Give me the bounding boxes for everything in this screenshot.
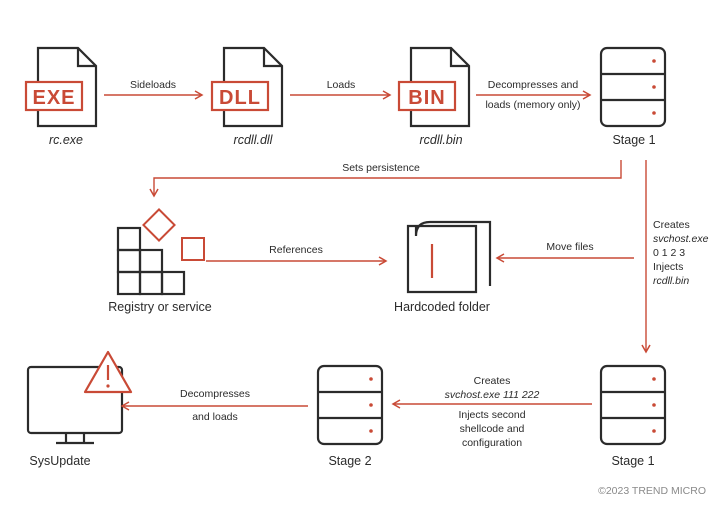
stage2-inject-label-3: configuration: [462, 437, 522, 449]
sysupdate-label: SysUpdate: [29, 454, 90, 468]
references-label: References: [269, 244, 323, 256]
registry-label: Registry or service: [108, 300, 212, 314]
stage2-server-icon: [316, 364, 384, 446]
decompress-label-line2: loads (memory only): [485, 99, 580, 111]
folder-label: Hardcoded folder: [394, 300, 490, 314]
folder-icon: [406, 220, 492, 294]
sysupdate-monitor-icon: [26, 350, 133, 445]
stage2-inject-label-1: Injects second: [458, 409, 525, 421]
bin-file-label: rcdll.bin: [419, 133, 462, 147]
stage1-bottom-server-icon: [599, 364, 667, 446]
creates-label-2: svchost.exe: [653, 233, 709, 245]
exe-file-icon: EXE: [24, 46, 98, 128]
dll-file-label: rcdll.dll: [234, 133, 274, 147]
move-files-label: Move files: [546, 241, 593, 253]
exe-badge-text: EXE: [32, 87, 75, 109]
stage1-top-label: Stage 1: [612, 133, 655, 147]
decompress2-label-line2: and loads: [192, 411, 238, 423]
stage2-inject-label-2: shellcode and: [460, 423, 525, 435]
persistence-arrow: [149, 160, 622, 198]
creates-label-3: 0 1 2 3: [653, 247, 685, 259]
stage2-creates-label-1: Creates: [474, 375, 511, 387]
persistence-label: Sets persistence: [342, 162, 420, 174]
creates-label-4: Injects: [653, 261, 683, 273]
copyright-text: ©2023 TREND MICRO: [598, 485, 706, 497]
bin-badge-text: BIN: [408, 87, 445, 109]
exe-file-label: rc.exe: [49, 133, 83, 147]
decompress-label-line1: Decompresses and: [488, 79, 579, 91]
decompress2-label-line1: Decompresses: [180, 388, 250, 400]
loads-label: Loads: [327, 79, 356, 91]
sideloads-label: Sideloads: [130, 79, 176, 91]
stage1-top-server-icon: [599, 46, 667, 128]
bin-file-icon: BIN: [397, 46, 471, 128]
creates-label-1: Creates: [653, 219, 690, 231]
creates-label-5: rcdll.bin: [653, 275, 689, 287]
dll-badge-text: DLL: [219, 87, 261, 109]
stage2-creates-label-2: svchost.exe 111 222: [445, 389, 540, 401]
dll-file-icon: DLL: [210, 46, 284, 128]
stage2-label: Stage 2: [328, 454, 371, 468]
registry-icon: [116, 208, 205, 296]
stage1-bottom-label: Stage 1: [611, 454, 654, 468]
